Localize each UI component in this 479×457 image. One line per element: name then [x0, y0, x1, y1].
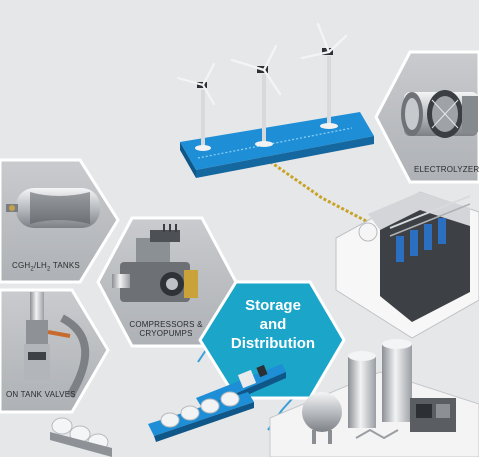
label-valves: ON TANK VALVES	[6, 390, 76, 399]
sphere-tank	[302, 392, 342, 432]
wind-turbine-icon	[300, 22, 348, 129]
ship-icon	[148, 391, 254, 442]
hub-title-line1: Storage	[245, 297, 301, 314]
plant-building-icon	[335, 191, 479, 339]
wind-turbine-icon	[176, 62, 216, 151]
label-tanks-mid: /LH	[33, 261, 47, 270]
wind-turbine-icon	[230, 44, 282, 147]
platform-front	[196, 136, 374, 178]
label-tanks: CGH2/LH2 TANKS	[12, 261, 80, 275]
pipeline-wind-to-plant	[261, 154, 369, 224]
label-tanks-suffix: TANKS	[50, 261, 80, 270]
label-tanks-sub1: 2	[30, 266, 34, 273]
wind-farm	[176, 22, 374, 178]
hub-title-line2: and	[259, 316, 287, 333]
label-compressors-line2: CRYOPUMPS	[139, 329, 193, 338]
tank-icon	[6, 188, 100, 228]
hub-title-line3: Distribution	[230, 335, 316, 352]
electrolyzer-icon	[401, 90, 478, 138]
label-compressors: COMPRESSORS & CRYOPUMPS	[118, 320, 214, 338]
label-compressors-line1: COMPRESSORS &	[129, 320, 203, 329]
tanks-hex	[0, 158, 120, 284]
label-electrolyzers: ELECTROLYZERS	[414, 165, 479, 174]
platform-side	[180, 142, 196, 178]
compressor-icon	[112, 224, 198, 302]
electrolyzers-hex	[374, 50, 479, 184]
platform-cable	[197, 127, 353, 159]
silo-icon	[382, 339, 412, 422]
compressors-hex	[96, 216, 238, 348]
valve-icon	[24, 292, 90, 399]
hub-title: Storage and Distribution	[226, 296, 320, 353]
valves-hex	[0, 288, 110, 414]
storage-facility	[269, 339, 479, 457]
label-tanks-sub2: 2	[47, 266, 51, 273]
silo-icon	[348, 351, 376, 428]
tank-spheres	[50, 417, 112, 457]
label-tanks-prefix: CGH	[12, 261, 31, 270]
